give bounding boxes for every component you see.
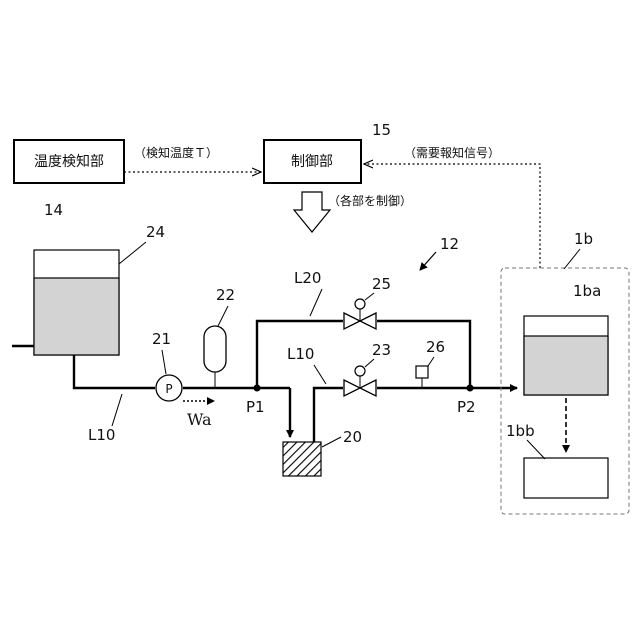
control-command-arrow <box>294 192 330 232</box>
demand-signal-label: （需要報知信号） <box>404 146 500 160</box>
pipe-l10-tank-to-pump <box>74 355 155 388</box>
pipe-l20-leader <box>310 289 322 316</box>
ref-12-arrow <box>420 252 436 270</box>
pipe-l10-left-leader <box>112 394 122 426</box>
ref-22-leader <box>218 306 228 326</box>
tank-24-water <box>34 278 119 355</box>
ref-20: 20 <box>343 428 362 446</box>
accumulator-22 <box>204 326 226 372</box>
ref-12: 12 <box>440 235 459 253</box>
ref-21-leader <box>162 350 166 374</box>
pipe-l10-mid-leader <box>314 365 326 384</box>
ref-1ba: 1ba <box>573 282 601 300</box>
ref-21: 21 <box>152 330 171 348</box>
ref-15: 15 <box>372 121 391 139</box>
unit-20 <box>283 442 321 476</box>
junction-p2-label: P2 <box>457 398 476 416</box>
pump-symbol: P <box>165 382 172 396</box>
ref-23: 23 <box>372 341 391 359</box>
pipe-l20-label: L20 <box>294 269 321 287</box>
ref-20-leader <box>322 437 341 447</box>
junction-p2 <box>467 385 474 392</box>
ref-24: 24 <box>146 223 165 241</box>
sensor-26 <box>416 366 428 378</box>
pipe-l10-unit20-to-valve23 <box>314 388 343 442</box>
pipe-l10-mid-label: L10 <box>287 345 314 363</box>
temp-detector-label: 温度検知部 <box>34 153 104 170</box>
junction-p1-label: P1 <box>246 398 265 416</box>
controller-label: 制御部 <box>291 154 333 170</box>
ref-26-leader <box>428 357 434 366</box>
flow-wa-label: Wa <box>187 410 212 429</box>
ref-22: 22 <box>216 286 235 304</box>
valve-23-actuator <box>355 366 365 376</box>
ref-1b: 1b <box>574 230 593 248</box>
ref-25: 25 <box>372 275 391 293</box>
ref-1bb: 1bb <box>506 422 535 440</box>
tank-1ba-water <box>524 336 608 395</box>
ref-1b-leader <box>564 249 580 269</box>
ref-23-leader <box>365 359 374 367</box>
ref-25-leader <box>365 293 374 300</box>
detected-temp-signal-label: （検知温度Ｔ） <box>134 145 218 160</box>
pipe-l10-left-label: L10 <box>88 426 115 444</box>
ref-24-leader <box>119 242 146 264</box>
valve-25-actuator <box>355 299 365 309</box>
ref-26: 26 <box>426 338 445 356</box>
ref-1bb-leader <box>527 440 545 459</box>
ref-14: 14 <box>44 201 63 219</box>
control-each-label: （各部を制御） <box>328 193 412 208</box>
unit-1bb <box>524 458 608 498</box>
